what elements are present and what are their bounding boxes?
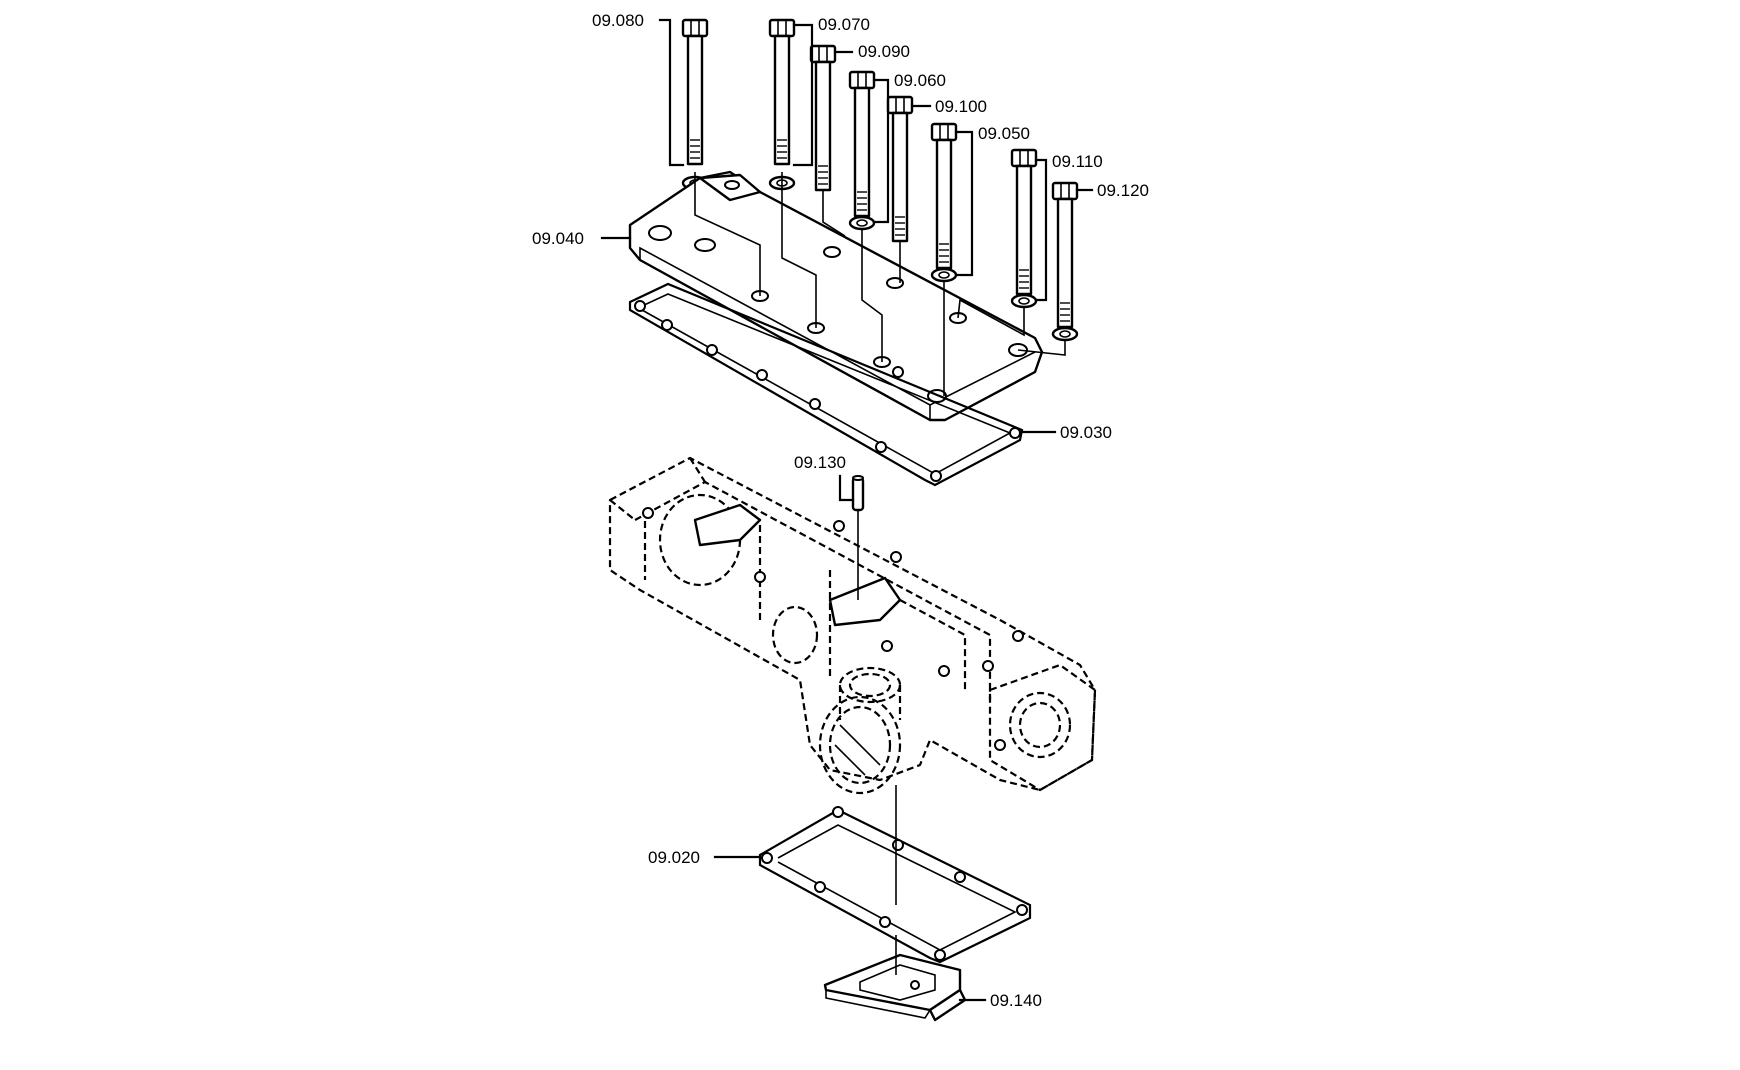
bolt-09-100 [886, 95, 914, 243]
label-09-100: 09.100 [935, 97, 987, 116]
bolt-09-050 [930, 122, 958, 283]
labels-group: 09.080 09.070 09.090 09.060 09.100 09.05… [532, 11, 1149, 1010]
label-09-090: 09.090 [858, 42, 910, 61]
label-09-130: 09.130 [794, 453, 846, 472]
bolt-09-070 [768, 18, 796, 191]
bolt-09-080 [681, 18, 709, 191]
bolt-09-060 [848, 70, 876, 231]
base-plate [823, 953, 967, 1022]
label-09-110: 09.110 [1052, 152, 1103, 171]
leader-lines [600, 18, 1094, 1002]
label-09-030: 09.030 [1060, 423, 1112, 442]
bolts-group [681, 18, 1079, 342]
label-09-040: 09.040 [532, 229, 584, 248]
label-09-020: 09.020 [648, 848, 700, 867]
label-09-120: 09.120 [1097, 181, 1149, 200]
bolt-09-090 [809, 44, 837, 192]
bolt-09-110 [1010, 148, 1038, 309]
label-09-050: 09.050 [978, 124, 1030, 143]
lower-gasket [758, 806, 1032, 964]
lower-gasket-holes [761, 806, 1028, 961]
upper-gasket-holes [634, 300, 1021, 482]
label-09-070: 09.070 [818, 15, 870, 34]
label-09-060: 09.060 [894, 71, 946, 90]
cover-holes [648, 180, 1028, 403]
upper-gasket [628, 282, 1024, 487]
pin [851, 475, 865, 512]
housing [608, 456, 1097, 795]
label-09-140: 09.140 [990, 991, 1042, 1010]
label-09-080: 09.080 [592, 11, 644, 30]
bolt-09-120 [1051, 181, 1079, 342]
cover-plate [628, 170, 1044, 422]
